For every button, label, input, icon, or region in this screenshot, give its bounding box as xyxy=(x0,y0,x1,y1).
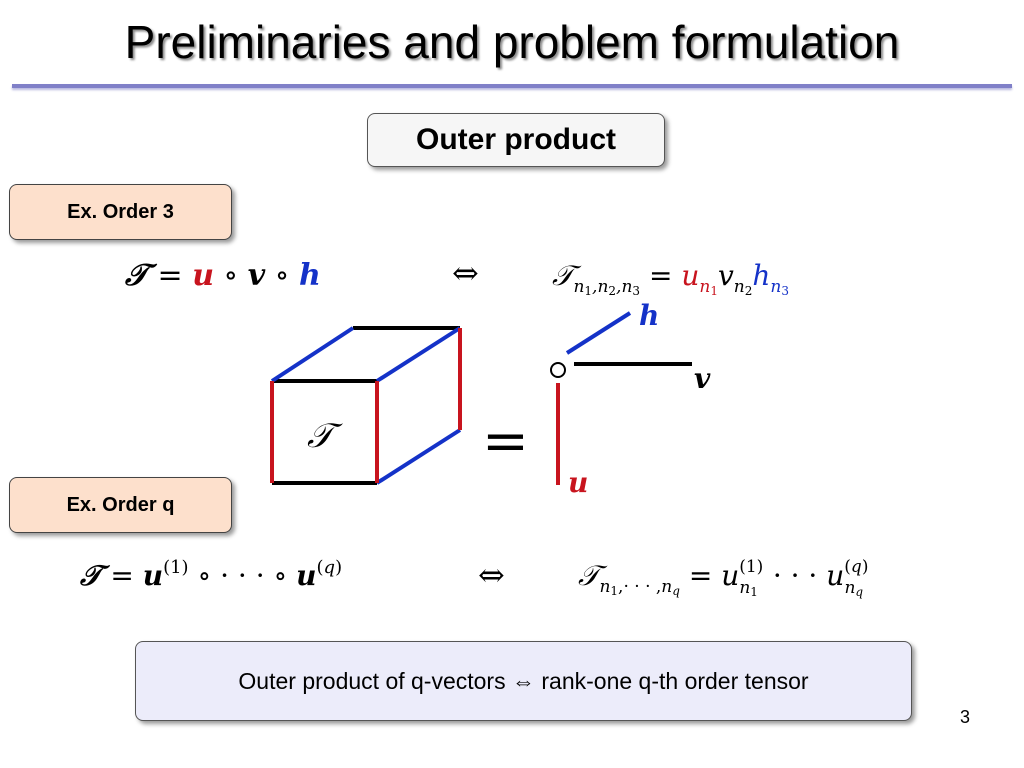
svg-text:𝒯 = u ∘ v ∘ h: 𝒯 = u ∘ v ∘ h xyxy=(124,258,321,293)
order-3-label-box: Ex. Order 3 xyxy=(9,184,232,240)
equivalence-symbol-order-q: ⇔ xyxy=(478,556,505,594)
page-number: 3 xyxy=(959,707,970,727)
slide-title: Preliminaries and problem formulation xyxy=(124,16,900,68)
svg-text:𝒯 = u(1) ∘ · · · ∘ u(q): 𝒯 = u(1) ∘ · · · ∘ u(q) xyxy=(79,557,342,592)
tensor-symbol: 𝒯 xyxy=(307,416,343,456)
outer-product-vector-diagram xyxy=(550,311,692,485)
order-q-label-box: Ex. Order q xyxy=(9,477,232,533)
equals-sign: = xyxy=(482,409,529,474)
equivalence-symbol-order-3: ⇔ xyxy=(452,254,479,292)
svg-text:𝒯n1,n2,n3 = un1vn2hn3: 𝒯n1,n2,n3 = un1vn2hn3 xyxy=(552,259,789,298)
vector-v-label: v xyxy=(694,362,711,395)
title-rule xyxy=(12,84,1012,88)
summary-box: Outer product of q-vectors ⇔ rank-one q-… xyxy=(135,641,912,721)
vector-h-label: h xyxy=(639,299,659,332)
svg-text:𝒯n1,· · · ,nq = u(1)n1 · · ·: 𝒯n1,· · · ,nq = u(1)n1 · · · u(q)nq xyxy=(578,557,868,599)
equation-order-q-left: 𝒯 = u(1) ∘ · · · ∘ u(q) xyxy=(79,557,342,592)
equation-order-q-right: 𝒯n1,· · · ,nq = u(1)n1 · · · u(q)nq xyxy=(578,557,868,599)
vector-u-label: u xyxy=(568,466,588,499)
outer-product-box: Outer product xyxy=(367,113,665,167)
equation-order-3-left: 𝒯 = u ∘ v ∘ h xyxy=(124,258,321,293)
tensor-cube-diagram xyxy=(270,326,462,485)
equation-order-3-right: 𝒯n1,n2,n3 = un1vn2hn3 xyxy=(552,259,789,298)
